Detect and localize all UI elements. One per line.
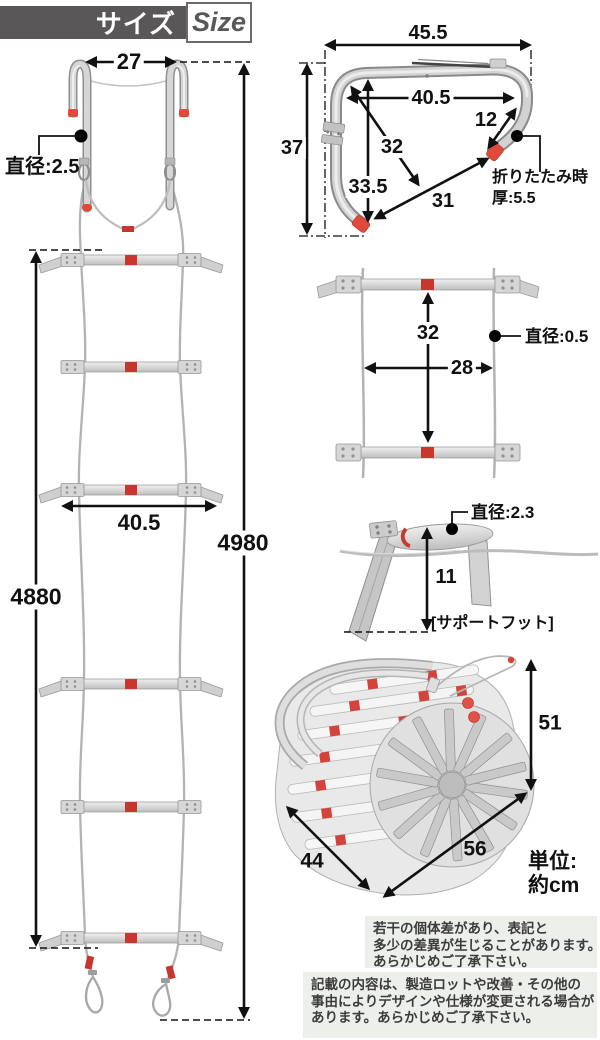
dim-rope-diameter: 直径:0.5 — [525, 327, 589, 346]
folded-thickness-leader — [511, 130, 541, 172]
dim-hook-outer-width: 45.5 — [408, 22, 448, 44]
diameter-2-5-leader — [38, 129, 88, 155]
section-title-en-badge: Size — [186, 2, 252, 43]
dim-rung-spacing: 32 — [413, 322, 443, 344]
bottom-rung — [335, 443, 521, 462]
dim-foot-height: 11 — [435, 566, 457, 588]
rung-detail-illustration — [316, 267, 540, 479]
dim-bundle-depth: 44 — [300, 849, 324, 873]
support-foot-caption: [サポートフット] — [431, 615, 554, 632]
dim-hook-tube-diameter: 直径:2.5 — [5, 156, 80, 178]
dim-rung-width: 40.5 — [117, 510, 161, 535]
section-title-bar: サイズ — [0, 6, 186, 39]
dim-rope-span: 28 — [447, 357, 477, 379]
unit-note-line2: 約cm — [528, 874, 580, 897]
dim-hook-inner-width: 40.5 — [408, 87, 454, 109]
note1-line3: あらかじめご了承下さい。 — [373, 954, 535, 969]
hook-dimension-lines — [301, 39, 532, 235]
support-foot-illustration — [339, 520, 599, 642]
ladder-dimension-lines — [30, 56, 250, 1019]
dim-total-length: 4980 — [214, 530, 272, 556]
dim-bundle-width: 56 — [463, 837, 487, 861]
unit-note: 単位: 約cm — [528, 850, 579, 898]
note2-line2: 事由によりデザインや仕様が変更される場合が — [311, 993, 595, 1009]
folded-note-line2: 厚:5.5 — [492, 190, 536, 207]
left-hook — [68, 59, 92, 213]
rope-clamp — [321, 121, 346, 146]
note1-line2: 多少の差異が生じることがあります。 — [373, 937, 600, 953]
disclaimer-note-2: 記載の内容は、製造ロットや改善・その他の 事由によりデザインや仕様が変更される場… — [303, 972, 597, 1038]
bundle-dimension-lines — [285, 659, 537, 898]
diameter-2-3-leader — [446, 511, 468, 535]
section-title-en: Size — [191, 7, 247, 37]
dim-hook-diag: 32 — [377, 136, 407, 158]
latch-rod — [411, 61, 495, 69]
dim-rung-diameter: 直径:2.3 — [471, 503, 535, 522]
dim-hook-outer-height: 37 — [277, 137, 307, 159]
unit-note-line1: 単位: — [528, 850, 577, 873]
dim-hook-inner-height: 33.5 — [345, 176, 391, 198]
dim-hook-tip-length: 12 — [471, 109, 501, 131]
top-rung — [316, 275, 540, 299]
dim-length-to-bottom-rung: 4880 — [7, 584, 65, 610]
note2-line3: あります。あらかじめご了承下さい。 — [311, 1010, 540, 1025]
dim-hook-width: 27 — [113, 50, 145, 74]
dim-hook-bottom-span: 31 — [431, 190, 455, 212]
note1-line1: 若干の個体差があり、表記と — [373, 921, 548, 936]
dim-bundle-height: 51 — [538, 711, 562, 735]
right-hook — [165, 59, 189, 211]
ladder-illustration — [38, 59, 224, 1017]
disclaimer-note-1: 若干の個体差があり、表記と 多少の差異が生じることがあります。 あらかじめご了承… — [365, 916, 600, 969]
ladder-extension-lines — [29, 61, 250, 1021]
folded-note-line1: 折りたたみ時 — [492, 169, 589, 186]
section-title-jp: サイズ — [95, 9, 176, 39]
diameter-0-5-leader — [489, 330, 521, 342]
hook-detail-illustration — [299, 50, 533, 238]
note2-line1: 記載の内容は、製造ロットや改善・その他の — [311, 977, 581, 992]
